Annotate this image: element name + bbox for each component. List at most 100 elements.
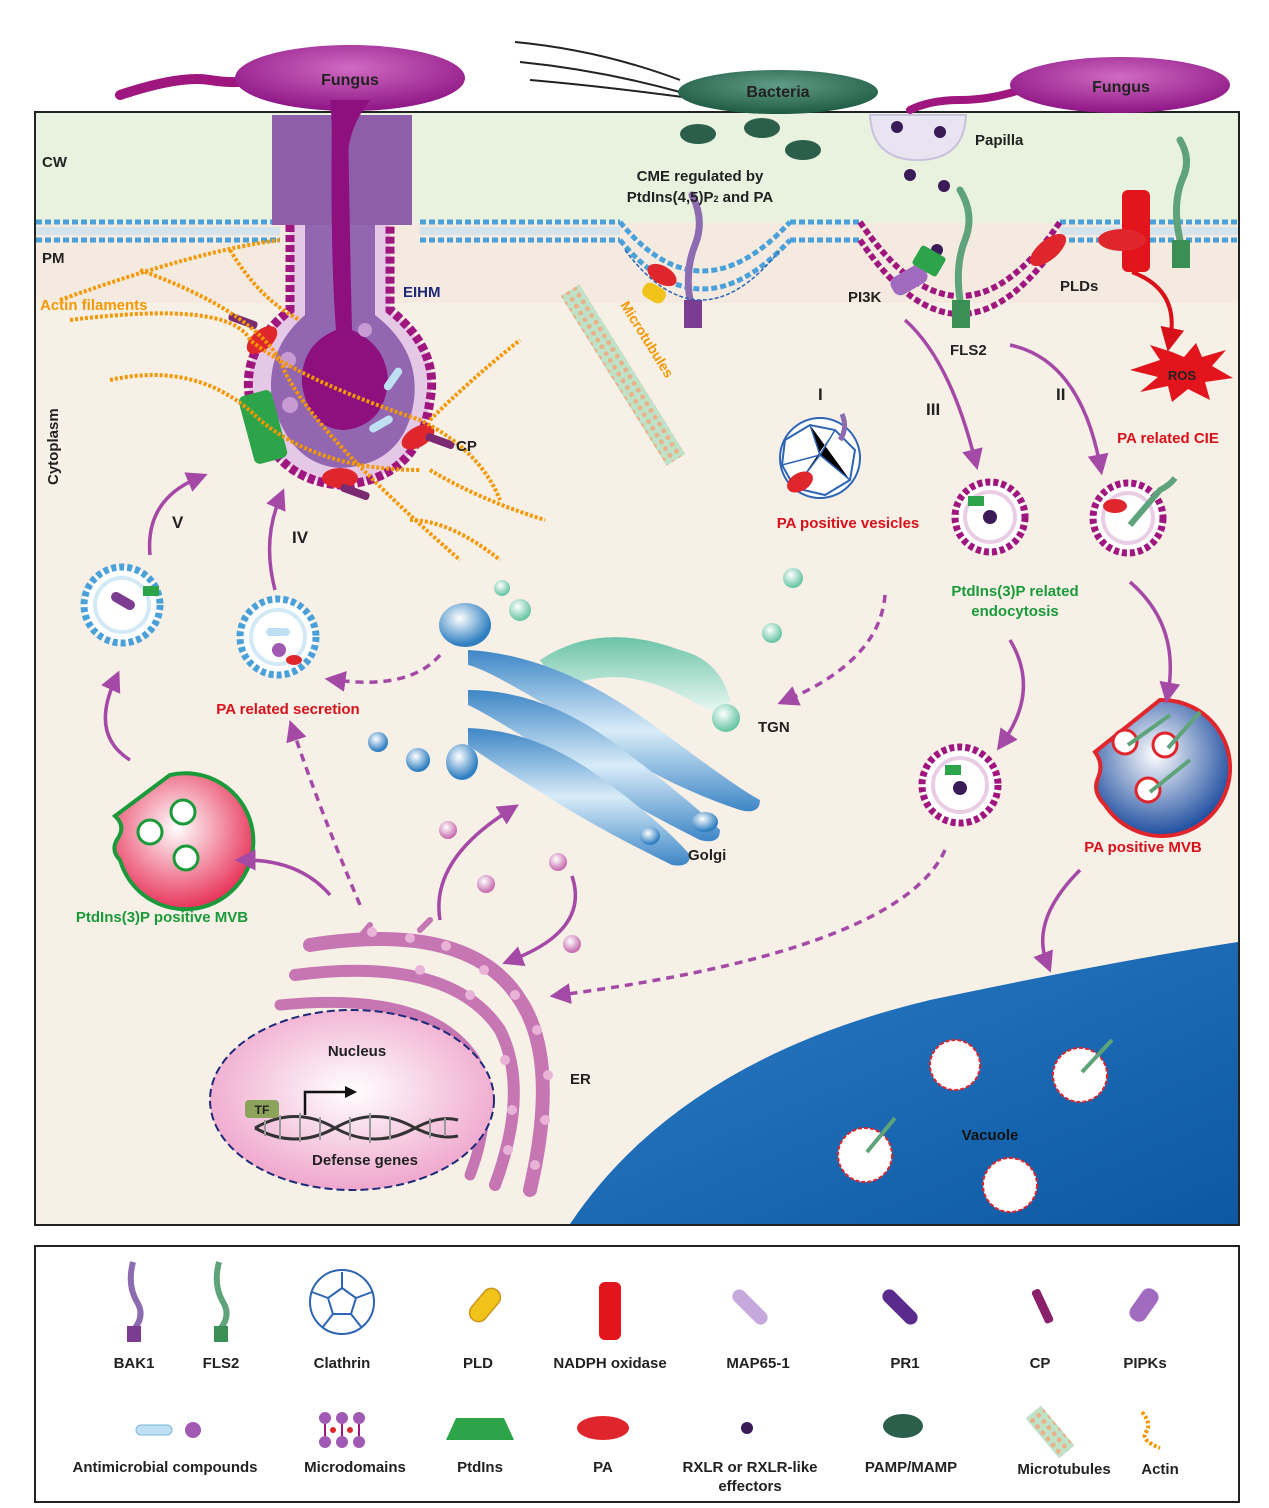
pa-marker [1098, 229, 1146, 251]
bak1-receptor [684, 191, 703, 304]
legend-nadph-oxidase: NADPH oxidase [553, 1355, 666, 1372]
haustorial-hypha [301, 115, 388, 430]
route-iv-label: IV [292, 528, 309, 547]
pm-label: PM [42, 250, 65, 267]
clathrin-icon [309, 1269, 375, 1335]
legend-pamp-mamp: PAMP/MAMP [865, 1459, 957, 1476]
pipks-icon [1129, 1288, 1159, 1322]
pa-marker [1029, 233, 1067, 267]
bacteria [514, 41, 878, 160]
legend-pa: PA [593, 1459, 613, 1476]
effector-particle [891, 121, 903, 133]
actin-icon [1140, 1410, 1161, 1450]
legend-microtubules: Microtubules [1017, 1461, 1110, 1478]
legend-antimicrobial-compounds: Antimicrobial compounds [72, 1459, 257, 1476]
endocytosis-vesicle-iii [951, 478, 1029, 556]
legend-pipks: PIPKs [1123, 1355, 1166, 1372]
cp-label: CP [456, 438, 477, 455]
defense-genes-label: Defense genes [312, 1152, 418, 1169]
cell-wall-region [36, 113, 1238, 223]
bacteria-label: Bacteria [746, 84, 809, 101]
fls2-icon [213, 1261, 230, 1342]
fls2-kinase [952, 300, 970, 328]
clathrin-coated-vesicle [779, 413, 861, 499]
fungus-right-label: Fungus [1092, 79, 1150, 96]
pld-marker [642, 282, 666, 304]
golgi-cisterna [468, 650, 760, 812]
fls2-receptor [954, 186, 973, 304]
nadph-oxidase-icon [599, 1282, 621, 1340]
secretion-vesicle-iv [236, 595, 320, 679]
er-golgi-vesicles [439, 821, 581, 953]
ros-label: ROS [1168, 368, 1197, 383]
fls2-in-vacuole [865, 1116, 897, 1154]
pa-positive-vesicles-label: PA positive vesicles [777, 515, 920, 532]
vacuole-vesicles [837, 1039, 1108, 1213]
pa-marker [647, 263, 677, 287]
endocytosis-vesicle-lower [918, 743, 1002, 827]
legend-pld: PLD [463, 1355, 493, 1372]
ptdins3p-positive-mvb-label: PtdIns(3)P positive MVB [76, 909, 248, 926]
legend-actin: Actin [1141, 1461, 1179, 1478]
pi3k-marker [890, 264, 928, 296]
antimicrobial-compound [280, 352, 296, 368]
papilla-label: Papilla [975, 132, 1024, 149]
effector-particle [904, 169, 916, 181]
actin-filaments [59, 238, 546, 562]
cp-marker [340, 483, 370, 501]
route-iii-label: III [926, 400, 940, 419]
golgi-apparatus [368, 568, 803, 866]
legend-bak1: BAK1 [114, 1355, 155, 1372]
legend-cp: CP [1030, 1355, 1051, 1372]
legend-icons-row1 [127, 1261, 1159, 1342]
bak1-kinase [684, 300, 702, 328]
pamp-mamp-icon [883, 1414, 923, 1438]
er-ribosomes [367, 927, 553, 1170]
route-v-label: V [172, 513, 184, 532]
fls2-in-vacuole [1080, 1038, 1114, 1074]
fls2-kinase [1172, 240, 1190, 268]
ros-arrow [1131, 270, 1185, 352]
ptdins-marker [912, 245, 946, 277]
pi3k-label: PI3K [848, 289, 882, 306]
pamp-particle [785, 140, 821, 160]
pld-icon [468, 1287, 502, 1323]
route-i-label: I [818, 385, 823, 404]
antimicrobial-compounds-icon [135, 1422, 201, 1438]
legend-ptdins: PtdIns [457, 1459, 503, 1476]
plds-label: PLDs [1060, 278, 1098, 295]
cw-label: CW [42, 154, 68, 171]
eihm-label: EIHM [403, 284, 441, 301]
fungus-right [868, 57, 1230, 256]
golgi-cisterna [468, 728, 690, 866]
bak1-icon [127, 1261, 144, 1342]
legend-microdomains: Microdomains [304, 1459, 406, 1476]
map65-1-icon [732, 1289, 768, 1325]
ptdins3p-endocytosis-label-1: PtdIns(3)P related [951, 583, 1078, 600]
receptors [624, 136, 1190, 328]
antimicrobial-capsule [383, 367, 403, 391]
pa-related-cie-label: PA related CIE [1117, 430, 1219, 447]
nucleus-label: Nucleus [328, 1043, 386, 1060]
tf-label: TF [255, 1103, 270, 1117]
legend-pr1: PR1 [890, 1355, 919, 1372]
pr1-icon [882, 1289, 918, 1325]
golgi-cisterna [468, 690, 720, 842]
tgn-cisterna [540, 637, 730, 710]
antimicrobial-compound [282, 397, 298, 413]
pa-positive-mvb [1092, 697, 1233, 838]
secretion-vesicle-v [80, 563, 164, 647]
transcription-factor [245, 1100, 279, 1118]
cme-label-line1: CME regulated by [637, 168, 764, 185]
microtubules-icon [1025, 1405, 1075, 1459]
fungus-left [115, 45, 465, 160]
effector-particle [938, 180, 950, 192]
nucleus [209, 1009, 495, 1191]
dna-helix [254, 1086, 459, 1143]
cie-vesicle-ii [1089, 476, 1178, 557]
cme-label-line2: PtdIns(4,5)P2 and PA [627, 189, 774, 206]
legend-rxlr-line2: effectors [718, 1478, 781, 1495]
pa-marker [322, 468, 358, 488]
fls2-label: FLS2 [950, 342, 987, 359]
